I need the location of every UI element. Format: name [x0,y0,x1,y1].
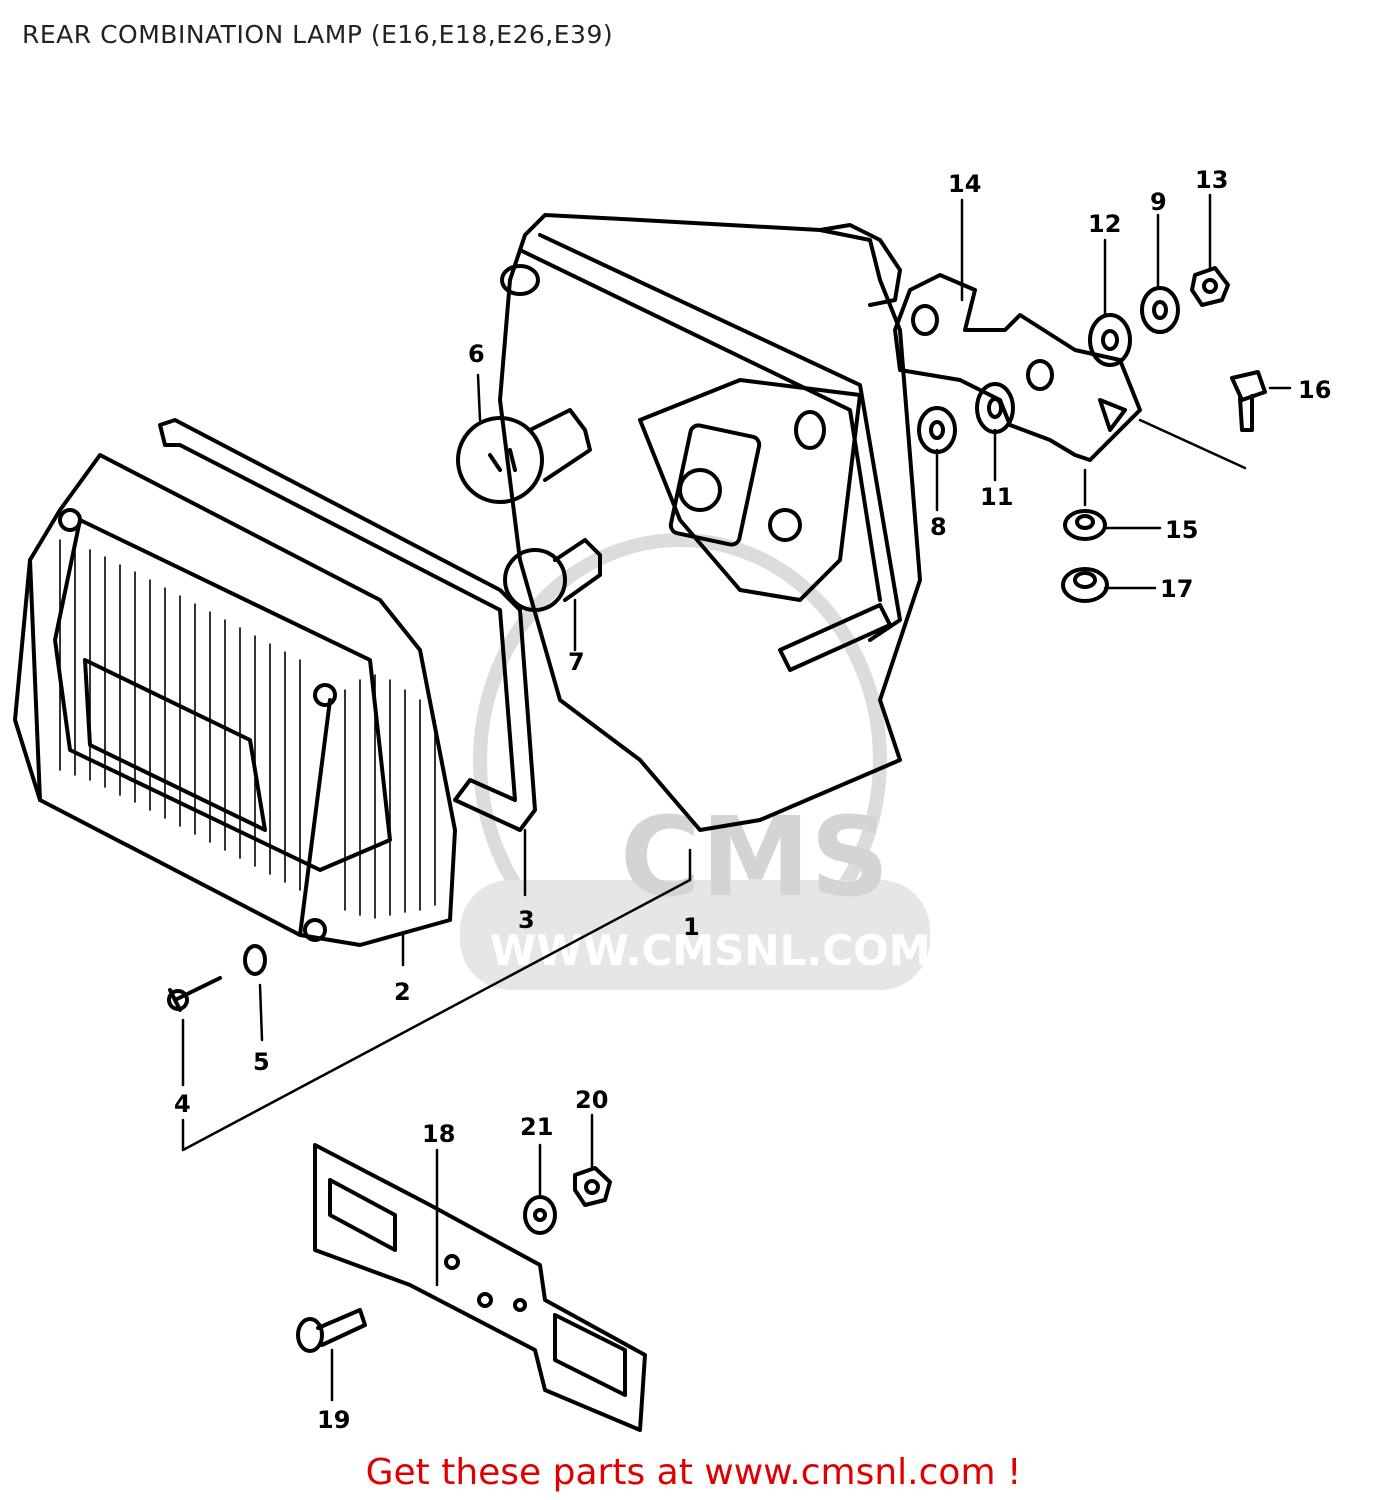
callout-13: 13 [1195,166,1228,194]
callout-4: 4 [174,1090,191,1118]
mounting-bracket [893,273,1142,462]
callout-12: 12 [1088,210,1121,238]
washer-12 [1088,313,1132,367]
callout-2: 2 [394,978,411,1006]
callout-11: 11 [980,483,1013,511]
callout-3: 3 [518,906,535,934]
callout-6: 6 [468,340,485,368]
lens-hatching [59,539,436,919]
bulb-small [503,538,602,612]
watermark-brand: CMS [620,793,889,921]
nut-20 [573,1166,612,1207]
lamp-lens [13,453,457,947]
bolt-19 [296,1308,367,1353]
bulb-large [456,408,592,504]
washer-11 [975,382,1015,434]
screw-4 [167,976,222,1012]
nut-17 [1061,567,1109,603]
page-title: REAR COMBINATION LAMP (E16,E18,E26,E39) [22,20,614,49]
callout-18: 18 [422,1120,455,1148]
lamp-housing [498,213,922,832]
callout-21: 21 [520,1113,553,1141]
washer-9 [1140,286,1180,334]
callout-14: 14 [948,170,981,198]
plate-bracket [313,1143,647,1432]
callout-20: 20 [575,1086,608,1114]
callout-8: 8 [930,513,947,541]
nut-13 [1190,266,1230,307]
nut-15 [1063,509,1107,541]
callout-17: 17 [1160,575,1193,603]
washer-5 [243,944,267,976]
gasket [158,418,537,832]
watermark-url: WWW.CMSNL.COM [490,926,931,975]
callout-9: 9 [1150,188,1167,216]
washer-21 [523,1195,557,1235]
callout-1: 1 [683,913,700,941]
washer-8 [917,406,957,454]
callout-16: 16 [1298,376,1331,404]
cms-watermark: CMS WWW.CMSNL.COM [460,533,931,990]
leader-lines [181,193,1292,1402]
callout-labels: 1 2 3 4 5 6 7 8 9 11 12 13 14 15 16 17 1… [174,166,1331,1434]
callout-19: 19 [317,1406,350,1434]
bolt-16 [1230,370,1267,432]
get-parts-link[interactable]: Get these parts at www.cmsnl.com ! [365,1452,1022,1493]
callout-15: 15 [1165,516,1198,544]
callout-5: 5 [253,1048,270,1076]
callout-7: 7 [568,648,585,676]
